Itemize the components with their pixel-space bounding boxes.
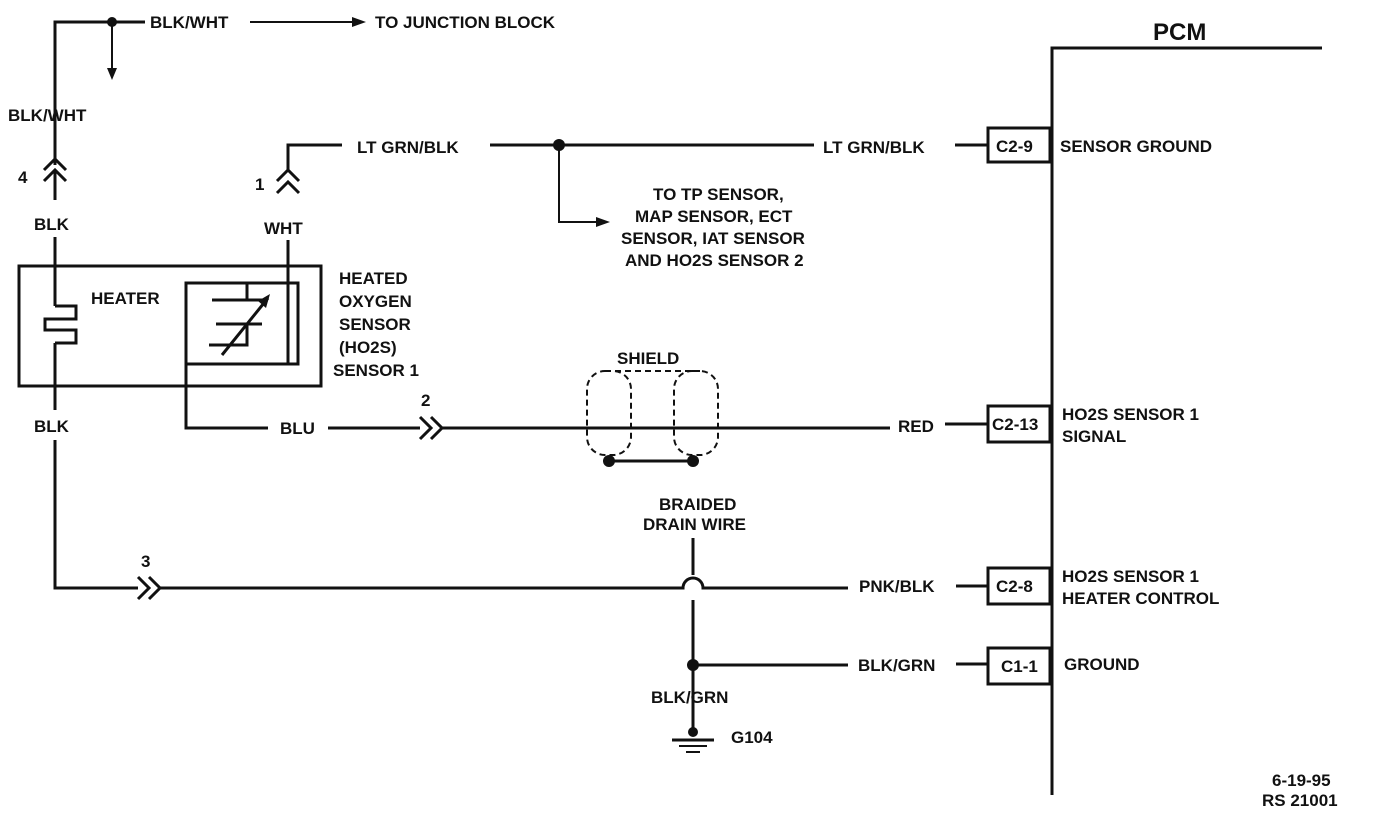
junction-block-label: TO JUNCTION BLOCK <box>375 13 556 32</box>
terminal-pin-c2-13: C2-13 <box>992 415 1038 434</box>
ho2s-sensor-1: HEATER HEATED OXYGEN SENSOR (HO2S) SENSO… <box>17 237 419 410</box>
connector-pin-4: BLK/WHT 4 BLK <box>8 106 87 234</box>
shield-loop-left <box>586 370 632 456</box>
pin-2-label: 2 <box>421 391 430 410</box>
arrow-right-icon <box>596 217 610 227</box>
pcm-module: PCM <box>1050 19 1322 795</box>
ground-point-label: G104 <box>731 728 773 747</box>
terminal-desc-c2-13-line-1: HO2S SENSOR 1 <box>1062 405 1199 424</box>
wire-wht <box>286 240 298 366</box>
wire-blk-lower <box>53 440 138 590</box>
wire-label-red: RED <box>898 417 934 436</box>
terminal-box-c2-9 <box>986 126 1052 164</box>
pin-3-label: 3 <box>141 552 150 571</box>
sensor-name-line-2: OXYGEN <box>339 292 412 311</box>
drain-dot-right <box>687 455 699 467</box>
connector-chevron-right-icon <box>136 575 163 601</box>
wire-label-wht: WHT <box>264 219 303 238</box>
wire-label-lt-grn-blk-left: LT GRN/BLK <box>357 138 459 157</box>
wire-label-blk-lower: BLK <box>34 417 70 436</box>
sensor-name-line-4: (HO2S) <box>339 338 397 357</box>
variable-arrow-icon <box>258 294 270 308</box>
wire-label-blk-grn-right: BLK/GRN <box>858 656 935 675</box>
heater-control-circuit: BLK 3 PNK/BLK <box>34 417 988 601</box>
junction-feed: BLK/WHT TO JUNCTION BLOCK <box>53 13 556 165</box>
pcm-terminals: C2-9 SENSOR GROUND C2-13 HO2S SENSOR 1 S… <box>986 126 1219 686</box>
sensor-ground-circuit: WHT 1 LT GRN/BLK TO TP SENSOR, MAP SENSO… <box>255 138 988 366</box>
terminal-c2-8: C2-8 HO2S SENSOR 1 HEATER CONTROL <box>986 566 1219 608</box>
terminal-c1-1: C1-1 GROUND <box>986 646 1140 686</box>
footer-ref: RS 21001 <box>1262 791 1338 810</box>
wire-label-pnk-blk: PNK/BLK <box>859 577 935 596</box>
wire-label-blk: BLK <box>34 215 70 234</box>
sensor-name-line-5: SENSOR 1 <box>333 361 419 380</box>
terminal-desc-c2-8-line-1: HO2S SENSOR 1 <box>1062 567 1199 586</box>
sensing-element-plates <box>209 283 268 347</box>
branch-note-line-3: SENSOR, IAT SENSOR <box>621 229 805 248</box>
terminal-desc-c1-1: GROUND <box>1064 655 1140 674</box>
connector-chevron-up-icon <box>275 167 301 195</box>
arrow-right-icon <box>352 17 366 27</box>
footer: 6-19-95 RS 21001 <box>1262 771 1338 810</box>
pin-4-label: 4 <box>18 168 28 187</box>
signal-circuit: BLU 2 RED SHIELD BRAIDED DRAIN WIRE <box>184 349 988 534</box>
terminal-box-c1-1 <box>986 646 1052 686</box>
wire-pnk-blk <box>160 576 848 590</box>
wire-label-blk-wht-top: BLK/WHT <box>150 13 229 32</box>
arrow-down-icon <box>107 68 117 80</box>
wire-label-blu: BLU <box>280 419 315 438</box>
branch-note-line-2: MAP SENSOR, ECT <box>635 207 793 226</box>
wire-blk-wht-top <box>53 20 145 165</box>
ground-symbol-lines <box>679 745 707 753</box>
wire-blu-left <box>184 364 268 430</box>
variable-resistor-icon <box>220 297 270 356</box>
terminal-box-c2-13 <box>986 404 1052 444</box>
terminal-desc-c2-8-line-2: HEATER CONTROL <box>1062 589 1219 608</box>
heater-label: HEATER <box>91 289 160 308</box>
shield-label: SHIELD <box>617 349 679 368</box>
wire-label-blk-grn-bottom: BLK/GRN <box>651 688 728 707</box>
branch-line-sensors <box>558 145 598 223</box>
pin-1-label: 1 <box>255 175 264 194</box>
heater-element-icon <box>43 304 78 345</box>
terminal-desc-c2-9: SENSOR GROUND <box>1060 137 1212 156</box>
terminal-pin-c2-8: C2-8 <box>996 577 1033 596</box>
terminal-pin-c2-9: C2-9 <box>996 137 1033 156</box>
ground-node-dot <box>688 727 698 737</box>
shield-loop-right <box>673 370 719 456</box>
terminal-desc-c2-13-line-2: SIGNAL <box>1062 427 1126 446</box>
footer-date: 6-19-95 <box>1272 771 1331 790</box>
terminal-pin-c1-1: C1-1 <box>1001 657 1038 676</box>
pcm-outline <box>1050 46 1322 795</box>
wire-lt-grn-blk-left-stub <box>286 143 342 170</box>
ground-circuit: BLK/GRN BLK/GRN G104 <box>651 538 988 753</box>
drain-wire-label-line-2: DRAIN WIRE <box>643 515 746 534</box>
sensor-name-line-1: HEATED <box>339 269 408 288</box>
wire-label-blk-wht: BLK/WHT <box>8 106 87 125</box>
pcm-title: PCM <box>1153 19 1206 46</box>
terminal-box-c2-8 <box>986 566 1052 606</box>
sensor-name-line-3: SENSOR <box>339 315 411 334</box>
drain-wire-label-line-1: BRAIDED <box>659 495 736 514</box>
terminal-c2-13: C2-13 HO2S SENSOR 1 SIGNAL <box>986 404 1199 446</box>
branch-note-line-1: TO TP SENSOR, <box>653 185 784 204</box>
wire-label-lt-grn-blk-right: LT GRN/BLK <box>823 138 925 157</box>
terminal-c2-9: C2-9 SENSOR GROUND <box>986 126 1212 164</box>
branch-note-line-4: AND HO2S SENSOR 2 <box>625 251 804 270</box>
drain-dot-left <box>603 455 615 467</box>
connector-chevron-right-icon <box>418 415 445 441</box>
